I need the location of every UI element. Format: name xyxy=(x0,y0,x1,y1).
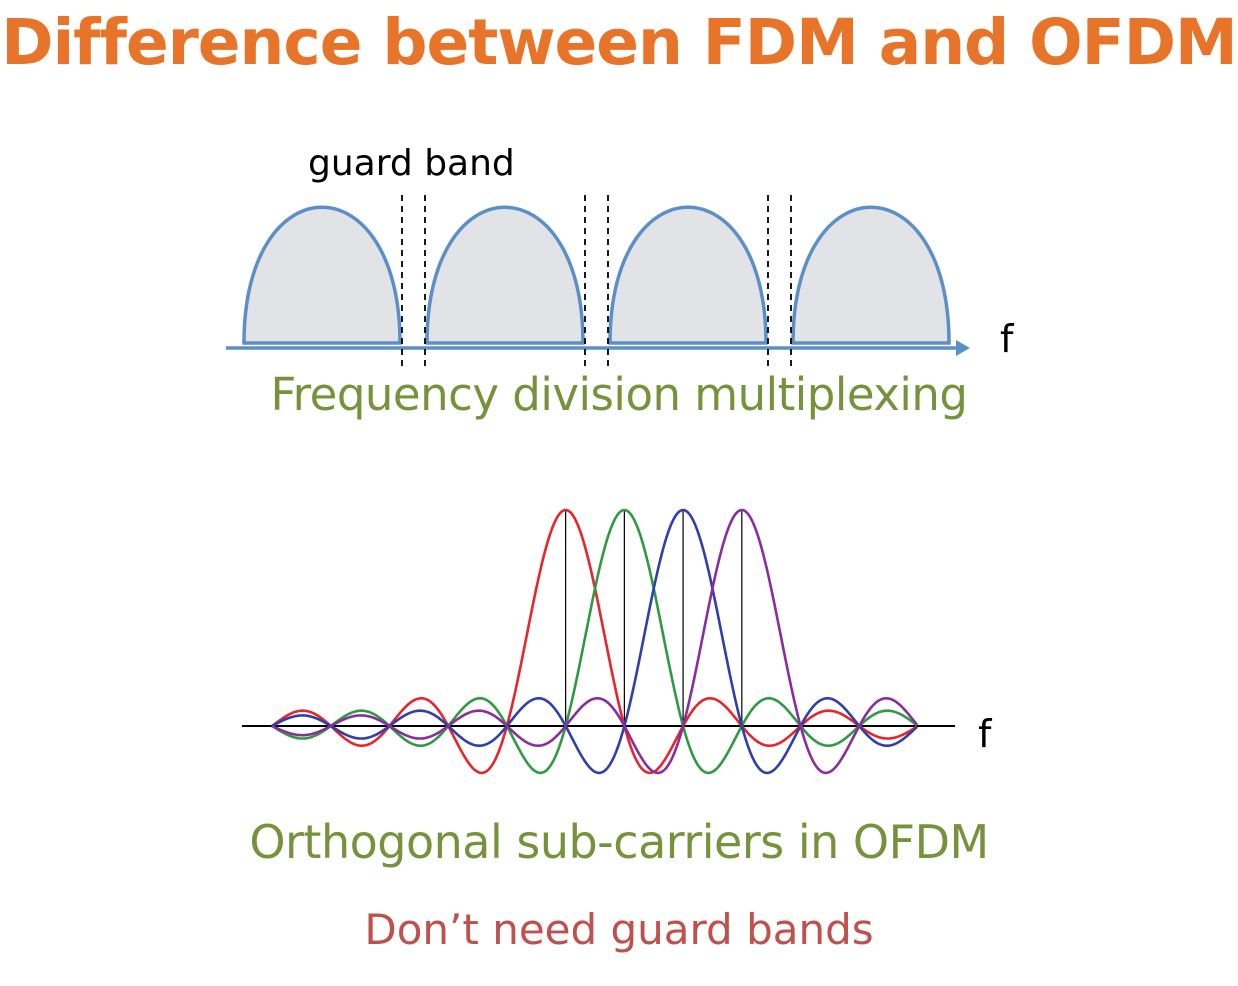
subcarrier-curve-1 xyxy=(271,508,918,775)
fdm-diagram xyxy=(226,195,970,368)
guard-band-label: guard band xyxy=(308,143,515,184)
subcarrier-curve-3 xyxy=(271,508,918,775)
fdm-band-2 xyxy=(425,205,585,345)
fdm-band-3 xyxy=(608,205,768,345)
ofdm-caption: Orthogonal sub-carriers in OFDM xyxy=(249,815,989,869)
page-title: Difference between FDM and OFDM xyxy=(1,6,1237,79)
subcarrier-curve-4 xyxy=(271,508,919,775)
ofdm-note: Don’t need guard bands xyxy=(364,905,874,954)
fdm-frequency-axis-label: f xyxy=(1000,317,1014,361)
subcarrier-curve-2 xyxy=(271,508,918,775)
fdm-band-1 xyxy=(242,205,402,345)
fdm-band-4 xyxy=(791,205,951,345)
fdm-axis-arrow-icon xyxy=(956,340,970,356)
ofdm-diagram xyxy=(242,508,955,775)
fdm-caption: Frequency division multiplexing xyxy=(270,368,968,421)
ofdm-frequency-axis-label: f xyxy=(978,712,992,756)
